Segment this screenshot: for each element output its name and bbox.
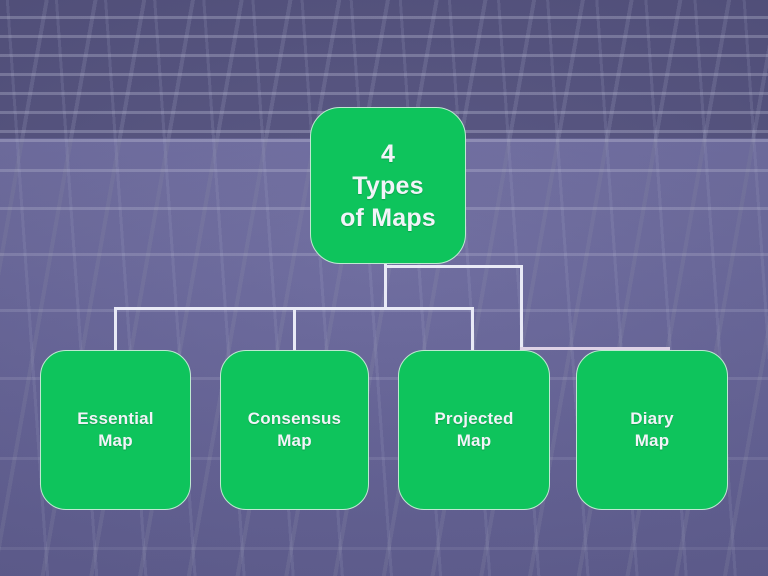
root-node-line-1: 4 xyxy=(380,139,396,168)
root-node-line-2: Types xyxy=(352,171,424,200)
connector-drop-leaf-3 xyxy=(471,307,474,351)
connector-rail-right xyxy=(520,347,670,350)
root-node-label: 4 Types of Maps xyxy=(340,138,436,234)
connector-branch-right-horizontal xyxy=(384,265,523,268)
leaf-consensus-line-1: Consensus xyxy=(247,409,342,429)
leaf-node-diary-label: Diary Map xyxy=(630,408,674,452)
leaf-node-projected-label: Projected Map xyxy=(434,408,513,452)
leaf-projected-line-1: Projected xyxy=(434,409,514,429)
connector-drop-leaf-1 xyxy=(114,307,117,351)
connector-branch-right-vertical xyxy=(520,265,523,350)
leaf-node-diary[interactable]: Diary Map xyxy=(576,350,728,510)
connector-drop-leaf-2 xyxy=(293,307,296,351)
leaf-diary-line-1: Diary xyxy=(630,409,674,429)
leaf-node-essential-label: Essential Map xyxy=(77,408,153,452)
root-node-line-3: of Maps xyxy=(340,203,436,232)
leaf-essential-line-2: Map xyxy=(98,431,133,450)
connector-root-stem xyxy=(384,264,387,310)
leaf-node-consensus[interactable]: Consensus Map xyxy=(220,350,369,510)
leaf-node-projected[interactable]: Projected Map xyxy=(398,350,550,510)
leaf-projected-line-2: Map xyxy=(456,431,492,450)
leaf-consensus-line-2: Map xyxy=(277,431,312,450)
leaf-node-essential[interactable]: Essential Map xyxy=(40,350,191,510)
root-node[interactable]: 4 Types of Maps xyxy=(310,107,466,264)
leaf-essential-line-1: Essential xyxy=(77,409,154,429)
leaf-diary-line-2: Map xyxy=(634,431,670,450)
leaf-node-consensus-label: Consensus Map xyxy=(248,408,341,452)
